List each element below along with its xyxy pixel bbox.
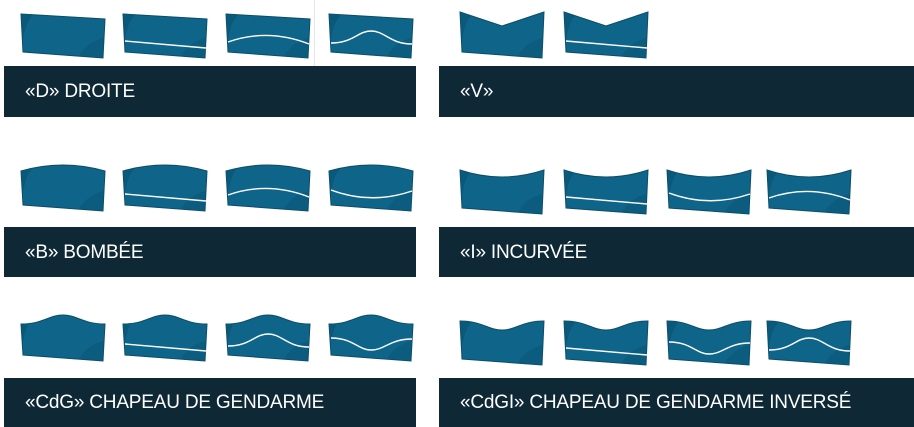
panel-texture bbox=[616, 36, 648, 58]
decor-line bbox=[227, 333, 310, 348]
style-label-v: «V» bbox=[439, 66, 914, 117]
cdgi-shape-straight-line bbox=[563, 320, 649, 366]
decor-line bbox=[768, 190, 851, 201]
panel-texture bbox=[512, 343, 544, 365]
panel-body bbox=[328, 314, 414, 362]
panel-body bbox=[459, 11, 545, 59]
decor-line bbox=[668, 192, 751, 202]
decor-line bbox=[124, 40, 207, 49]
panel-texture bbox=[719, 192, 751, 214]
panel-texture bbox=[719, 343, 751, 365]
panel-texture bbox=[278, 189, 310, 211]
panel-texture bbox=[512, 36, 544, 58]
decor-line bbox=[668, 341, 751, 355]
panel-texture bbox=[73, 189, 105, 211]
droite-shape-hat-line bbox=[328, 13, 414, 59]
cdgi-shape-hat-line bbox=[766, 320, 852, 366]
decor-line bbox=[227, 187, 310, 198]
incurvee-shape-plain bbox=[459, 169, 545, 215]
decor-line bbox=[330, 337, 413, 351]
panel-texture bbox=[175, 36, 207, 58]
droite-shape-plain bbox=[20, 13, 106, 59]
panel-texture bbox=[819, 192, 851, 214]
droite-shape-convex-line bbox=[225, 13, 311, 59]
panel-texture bbox=[381, 339, 413, 361]
bombee-shape-concave-line bbox=[328, 164, 414, 212]
panel-texture bbox=[381, 189, 413, 211]
cdgi-shape-plain bbox=[459, 320, 545, 366]
incurvee-shape-straight-line bbox=[563, 169, 649, 215]
decor-line bbox=[565, 40, 648, 49]
panel-texture bbox=[616, 343, 648, 365]
bombee-shape-plain bbox=[20, 164, 106, 212]
decor-line bbox=[330, 30, 413, 45]
panel-body bbox=[459, 169, 545, 215]
style-label-cdg: «CdG» CHAPEAU DE GENDARME bbox=[4, 378, 416, 427]
panel-texture bbox=[73, 36, 105, 58]
incurvee-shape-convex-line bbox=[766, 169, 852, 215]
decor-line bbox=[330, 189, 413, 199]
panel-texture bbox=[616, 192, 648, 214]
panel-body bbox=[20, 314, 106, 362]
panel-texture bbox=[175, 339, 207, 361]
v-shape-plain bbox=[459, 11, 545, 59]
decor-line bbox=[124, 343, 207, 352]
droite-shape-straight-line bbox=[122, 13, 208, 59]
cdg-shape-plain bbox=[20, 314, 106, 362]
cdgi-shape-inverted-hat-line bbox=[666, 320, 752, 366]
panel-body bbox=[563, 320, 649, 366]
style-label-incurvee: «I» INCURVÉE bbox=[439, 227, 914, 277]
panel-body bbox=[225, 314, 311, 362]
panel-body bbox=[563, 169, 649, 215]
panel-body bbox=[459, 320, 545, 366]
bombee-shape-convex-line bbox=[225, 164, 311, 212]
panel-body bbox=[766, 320, 852, 366]
panel-texture bbox=[175, 189, 207, 211]
cdg-shape-straight-line bbox=[122, 314, 208, 362]
panel-texture bbox=[73, 339, 105, 361]
panel-texture bbox=[512, 192, 544, 214]
decor-line bbox=[124, 193, 207, 202]
style-label-bombee: «B» BOMBÉE bbox=[4, 227, 416, 277]
decor-line bbox=[768, 337, 851, 352]
incurvee-shape-concave-line bbox=[666, 169, 752, 215]
cdg-shape-hat-line bbox=[225, 314, 311, 362]
decor-line bbox=[565, 196, 648, 205]
panel-body bbox=[666, 320, 752, 366]
v-shape-straight-line bbox=[563, 11, 649, 59]
panel-body bbox=[666, 169, 752, 215]
separator-line bbox=[314, 0, 315, 66]
panel-texture bbox=[278, 36, 310, 58]
cdg-shape-inverted-hat-line bbox=[328, 314, 414, 362]
style-label-droite: «D» DROITE bbox=[4, 66, 416, 117]
bombee-shape-straight-line bbox=[122, 164, 208, 212]
decor-line bbox=[565, 347, 648, 356]
decor-line bbox=[227, 34, 310, 45]
style-label-cdgi: «CdGI» CHAPEAU DE GENDARME INVERSÉ bbox=[439, 378, 914, 427]
